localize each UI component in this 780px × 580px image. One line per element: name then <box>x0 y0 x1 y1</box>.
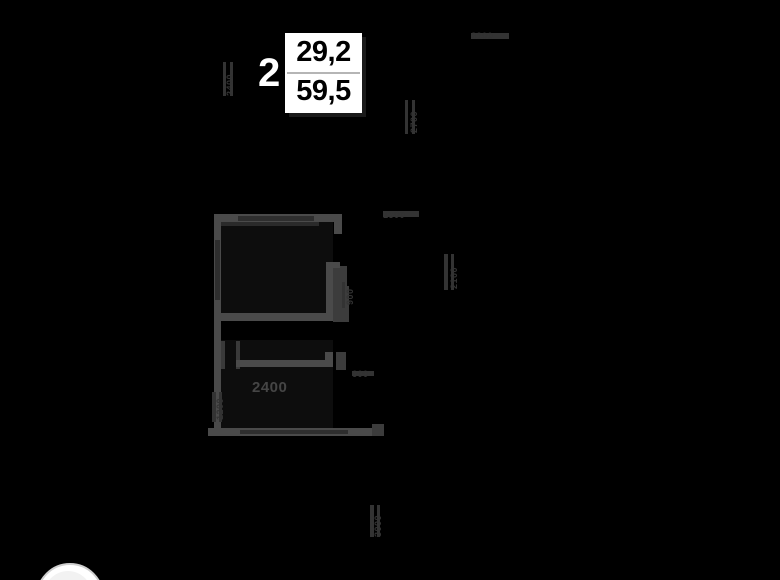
wall-right-stub-upper <box>336 352 346 370</box>
badge-room-count: 2 <box>258 51 280 95</box>
dim-tick-bottom <box>370 505 374 537</box>
dimension-label-lower-left-vertical: 1200 <box>215 397 225 420</box>
window-left <box>215 240 220 300</box>
wall-top-right-jamb <box>334 214 342 234</box>
dim-tick-top-right <box>471 33 509 39</box>
dimension-label-mid-right: 1500 <box>383 210 406 220</box>
dim-tick-bottom-b <box>377 505 380 537</box>
badge-living-area: 29,2 <box>287 35 360 72</box>
wall-bottom-right-extension <box>372 424 384 436</box>
dim-tick-lower-left <box>212 392 216 422</box>
compass-inner-disc <box>44 571 92 580</box>
dim-tick-bath-small <box>352 371 374 376</box>
wall-closet-left <box>221 341 225 369</box>
wall-outer-left <box>214 214 221 436</box>
dimension-label-inner-right-vertical: 900 <box>345 288 355 305</box>
dim-tick-mid-right <box>383 211 419 217</box>
wall-right-stub-lower <box>336 300 344 322</box>
apartment-badge: 2 29,2 59,5 <box>258 33 362 113</box>
wall-upper-right-partition <box>326 262 333 320</box>
dimension-label-bottom-vertical: 3000 <box>373 514 383 537</box>
dim-tick-right-vertical-b <box>451 254 454 290</box>
wall-corridor-right <box>268 313 340 321</box>
dimension-label-top-left-vertical: 2400 <box>225 73 235 96</box>
north-compass-rose <box>36 563 104 580</box>
room-fill-main <box>221 221 333 313</box>
dim-tick-upper-riser <box>405 100 408 134</box>
dimension-label-top-right-upper: 3300 <box>471 31 494 41</box>
wall-top-inner-partition <box>221 222 319 226</box>
dim-tick-left-upper <box>223 62 226 96</box>
dim-tick-left-upper-b <box>230 62 233 96</box>
dim-tick-upper-riser-b <box>412 100 415 134</box>
wall-kitchen-right-jamb <box>325 352 333 367</box>
badge-area-box: 29,2 59,5 <box>285 33 362 113</box>
badge-total-area: 59,5 <box>287 74 360 111</box>
dimension-label-right-vertical: 2100 <box>449 266 459 289</box>
dimension-label-kitchen-span: 2400 <box>252 379 288 396</box>
wall-kitchen-top <box>236 360 332 367</box>
dimension-label-bath-small: 600 <box>352 369 369 379</box>
wall-closet-right <box>236 341 240 369</box>
dim-tick-lower-left-b <box>219 392 222 422</box>
window-bottom <box>240 430 348 434</box>
window-top <box>238 216 314 221</box>
dim-tick-right-vertical <box>444 254 448 290</box>
wall-partition-jog <box>326 262 340 268</box>
badge-separator <box>287 72 360 74</box>
dim-tick-inner-right <box>342 282 345 308</box>
dimension-label-upper-riser-vertical: 2700 <box>409 110 419 133</box>
